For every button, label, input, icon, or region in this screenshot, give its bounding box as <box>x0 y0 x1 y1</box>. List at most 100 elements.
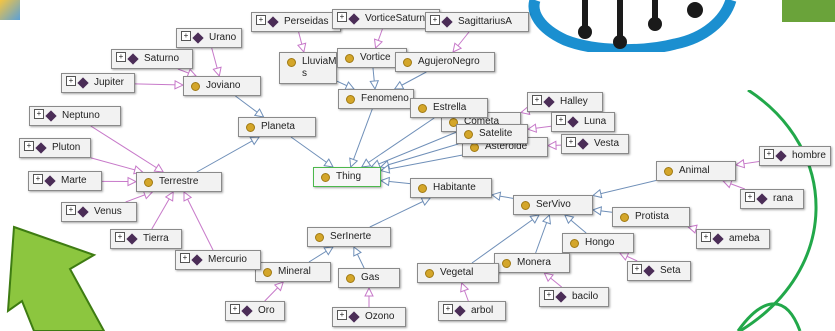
individual-icon <box>45 110 57 122</box>
expand-icon[interactable]: + <box>566 137 576 147</box>
expand-icon[interactable]: + <box>632 264 642 274</box>
node-terrestre[interactable]: Terrestre <box>136 172 222 192</box>
node-vesta[interactable]: +Vesta <box>561 134 629 154</box>
expand-icon[interactable]: + <box>701 232 711 242</box>
node-fenomeno[interactable]: Fenomeno <box>338 89 414 109</box>
node-label: Oro <box>258 305 275 316</box>
expand-icon[interactable]: + <box>115 232 125 242</box>
node-bacilo[interactable]: + bacilo <box>539 287 609 307</box>
node-label: bacilo <box>572 291 599 302</box>
node-label: SagittariusA <box>458 16 512 27</box>
node-mineral[interactable]: Mineral <box>255 262 331 282</box>
node-jupiter[interactable]: +Jupiter <box>61 73 135 93</box>
instance-arrowhead-mercurio-terrestre <box>183 190 193 202</box>
node-label: LluviaM s <box>302 56 337 79</box>
expand-icon[interactable]: + <box>556 115 566 125</box>
node-marte[interactable]: +Marte <box>28 171 102 191</box>
node-monera[interactable]: Monera <box>494 253 570 273</box>
class-icon <box>464 130 473 139</box>
class-icon <box>346 274 355 283</box>
node-luna[interactable]: +Luna <box>551 112 615 132</box>
expand-icon[interactable]: + <box>116 52 126 62</box>
node-rana[interactable]: +rana <box>740 189 804 209</box>
node-vortice[interactable]: Vortice <box>337 48 407 68</box>
class-icon <box>418 184 427 193</box>
node-pluton[interactable]: + Pluton <box>19 138 91 158</box>
node-arbol[interactable]: +arbol <box>438 301 506 321</box>
expand-icon[interactable]: + <box>256 15 266 25</box>
individual-icon <box>441 16 453 28</box>
node-neptuno[interactable]: +Neptuno <box>29 106 121 126</box>
node-estrella[interactable]: Estrella <box>410 98 488 118</box>
node-label: Protista <box>635 211 669 222</box>
node-label: Cometa <box>464 116 500 127</box>
node-servivo[interactable]: SerVivo <box>513 195 593 215</box>
subclass-arrowhead-terrestre-planeta <box>249 136 261 146</box>
node-label: Fenomeno <box>361 93 409 104</box>
green-header-bar <box>782 0 835 22</box>
expand-icon[interactable]: + <box>181 31 191 41</box>
node-halley[interactable]: +Halley <box>527 92 603 112</box>
node-label: Perseidas <box>284 16 329 27</box>
expand-icon[interactable]: + <box>443 304 453 314</box>
node-label: hombre <box>792 150 826 161</box>
node-habitante[interactable]: Habitante <box>410 178 492 198</box>
node-perseidas[interactable]: + Perseidas <box>251 12 341 32</box>
class-icon <box>263 268 272 277</box>
node-gas[interactable]: Gas <box>338 268 400 288</box>
expand-icon[interactable]: + <box>430 15 440 25</box>
node-label: Hongo <box>585 237 615 248</box>
node-vorticesaturno[interactable]: +VorticeSaturno <box>332 9 440 29</box>
node-thing[interactable]: Thing <box>313 167 381 187</box>
expand-icon[interactable]: + <box>764 149 774 159</box>
expand-icon[interactable]: + <box>230 304 240 314</box>
expand-icon[interactable]: + <box>34 109 44 119</box>
node-agujeronegro[interactable]: AgujeroNegro <box>395 52 495 72</box>
node-label: VorticeSaturno <box>365 13 431 24</box>
expand-icon[interactable]: + <box>337 310 347 320</box>
expand-icon[interactable]: + <box>33 174 43 184</box>
subclass-arrowhead-animal-servivo <box>591 188 603 199</box>
brain-logo-icon <box>528 0 737 52</box>
subclass-arrowhead-servivo-habitante <box>490 191 502 201</box>
expand-icon[interactable]: + <box>337 12 347 22</box>
instance-arrowhead-vesta-asteroide <box>546 140 557 151</box>
individual-icon <box>77 77 89 89</box>
instance-arrowhead-hombre-animal <box>734 158 746 169</box>
class-icon <box>287 58 296 67</box>
node-ozono[interactable]: + Ozono <box>332 307 406 327</box>
node-tierra[interactable]: + Tierra <box>110 229 182 249</box>
node-serinerte[interactable]: SerInerte <box>307 227 391 247</box>
node-label: AgujeroNegro <box>418 56 480 67</box>
expand-icon[interactable]: + <box>532 95 542 105</box>
node-saturno[interactable]: +Saturno <box>111 49 193 69</box>
instance-arrowhead-arbol-vegetal <box>460 281 470 293</box>
class-icon <box>418 104 427 113</box>
node-hombre[interactable]: + hombre <box>759 146 831 166</box>
node-label: Ozono <box>365 311 395 322</box>
node-sagittariusa[interactable]: + SagittariusA <box>425 12 529 32</box>
node-planeta[interactable]: Planeta <box>238 117 316 137</box>
node-mercurio[interactable]: +Mercurio <box>175 250 261 270</box>
node-hongo[interactable]: Hongo <box>562 233 634 253</box>
node-seta[interactable]: +Seta <box>627 261 691 281</box>
node-protista[interactable]: Protista <box>612 207 690 227</box>
expand-icon[interactable]: + <box>24 141 34 151</box>
node-label: Estrella <box>433 102 467 113</box>
node-satelite[interactable]: Satelite <box>456 124 528 144</box>
node-urano[interactable]: +Urano <box>176 28 242 48</box>
node-vegetal[interactable]: Vegetal <box>417 263 499 283</box>
node-label: Tierra <box>143 233 169 244</box>
node-joviano[interactable]: Joviano <box>183 76 261 96</box>
node-label: Pluton <box>52 142 81 153</box>
expand-icon[interactable]: + <box>544 290 554 300</box>
expand-icon[interactable]: + <box>66 205 76 215</box>
node-lluviam[interactable]: LluviaM s <box>279 52 337 84</box>
expand-icon[interactable]: + <box>66 76 76 86</box>
node-oro[interactable]: + Oro <box>225 301 285 321</box>
node-ameba[interactable]: +ameba <box>696 229 770 249</box>
expand-icon[interactable]: + <box>745 192 755 202</box>
node-venus[interactable]: +Venus <box>61 202 137 222</box>
expand-icon[interactable]: + <box>180 253 190 263</box>
node-animal[interactable]: Animal <box>656 161 736 181</box>
